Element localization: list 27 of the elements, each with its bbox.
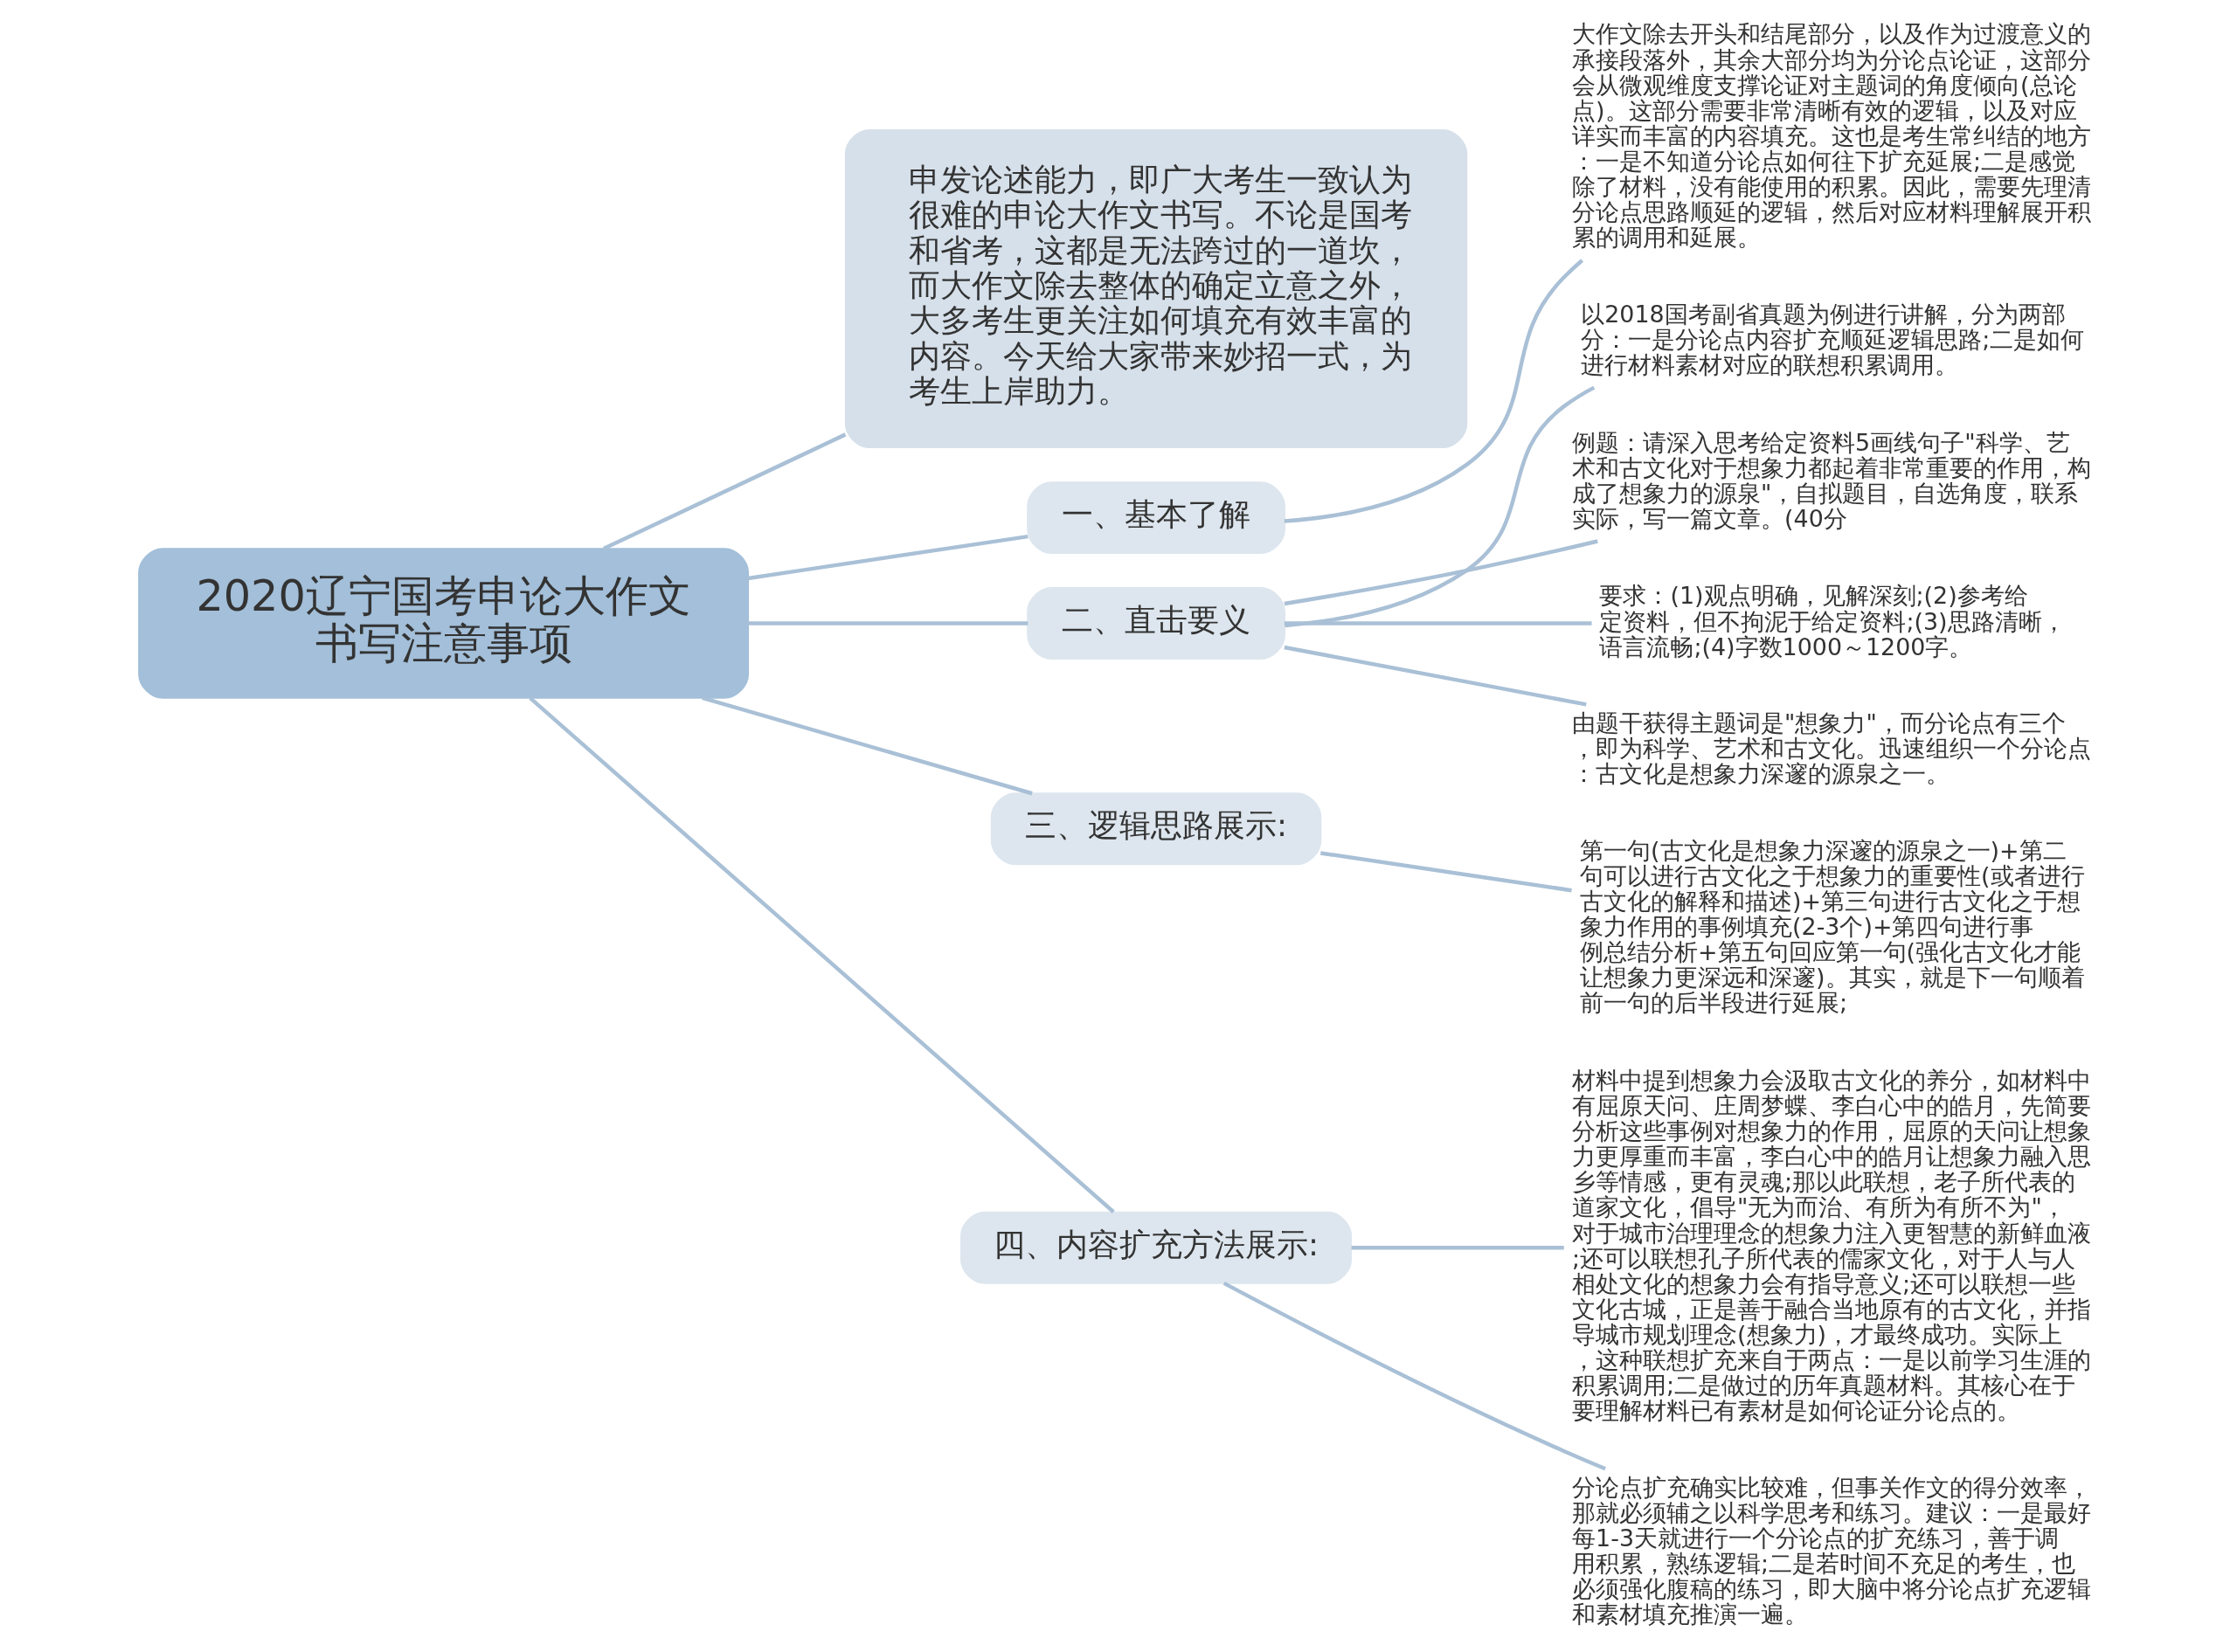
- node-box: 二、直击要义: [1026, 586, 1285, 660]
- connector: [1222, 1281, 1606, 1470]
- node-box: 2020辽宁国考申论大作文书写注意事项: [137, 547, 749, 699]
- connector: [747, 534, 1028, 580]
- connector: [1284, 258, 1583, 523]
- connector: [1284, 538, 1598, 605]
- connector: [701, 695, 1033, 795]
- node-text: 要求：(1)观点明确，见解深刻;(2)参考给定资料，但不拘泥于给定资料;(3)思路清晰，语言流畅;(4)字数1000～1200字。: [1598, 581, 2066, 660]
- connector: [528, 695, 1115, 1213]
- node-text: 分论点扩充确实比较难，但事关作文的得分效率，那就必须辅之以科学思考和练习。建议：一是最好每1-3天就进行一个分论点的扩充练习，善于调用积累，熟练逻辑;二是若时间不充足的考生，也必须强化腹稿的练习，即大脑中将分论点扩充逻辑和素材填充推演一遍。: [1571, 1473, 2091, 1628]
- connector: [1283, 645, 1587, 707]
- node-text: 例题：请深入思考给定资料5画线句子"科学、艺术和古文化对于想象力都起着非常重要的作用，构成了想象力的源泉"，自拟题目，自选角度，联系实际，写一篇文章。(40分: [1571, 428, 2091, 532]
- connector: [747, 620, 1028, 626]
- connector: [602, 432, 846, 550]
- node-text: 材料中提到想象力会汲取古文化的养分，如材料中有屈原天问、庄周梦蝶、李白心中的皓月，先简要分析这些事例对想象力的作用，屈原的天问让想象力更厚重而丰富，李白心中的皓月让想象力融入思乡等情感，更有灵魂;那以此联想，老子所代表的道家文化，倡导"无为而治、有所为有所不为"，对于城市治理理念的想象力注入更智慧的新鲜血液;还可以联想孔子所代表的儒家文化，对于人与人相处文化的想象力会有指导意义;还可以联想一些文化古城，正是善于融合当地原有的古文化，并指导城市规划理念(想象力)，才最终成功。实际上，这种联想扩充来自于两点：一是以前学习生涯的积累调用;二是做过的历年真题材料。其核心在于要理解材料已有素材是如何论证分论点的。: [1571, 1066, 2091, 1424]
- connector: [1284, 620, 1592, 626]
- connector: [1319, 850, 1572, 892]
- node-text: 第一句(古文化是想象力深邃的源泉之一)+第二句可以进行古文化之于想象力的重要性(或者进行古文化的解释和描述)+第三句进行古文化之于想象力作用的事例填充(2-3个)+第四句进行事例总结分析+第五句回应第一句(强化古文化才能让想象力更深远和深邃)。其实，就是下一句顺着前一句的后半段进行延展;: [1579, 836, 2085, 1016]
- node-box: 三、逻辑思路展示:: [990, 791, 1321, 865]
- connector: [1284, 385, 1595, 627]
- node-text: 以2018国考副省真题为例进行讲解，分为两部分：一是分论点内容扩充顺延逻辑思路;二是如何进行材料素材对应的联想积累调用。: [1580, 300, 2084, 378]
- node-text: 由题干获得主题词是"想象力"，而分论点有三个，即为科学、艺术和古文化。迅速组织一个分论点：古文化是想象力深邃的源泉之一。: [1571, 708, 2091, 787]
- connector: [1351, 1245, 1564, 1249]
- node-box: 四、内容扩充方法展示:: [959, 1211, 1352, 1284]
- node-text: 大作文除去开头和结尾部分，以及作为过渡意义的承接段落外，其余大部分均为分论点论证，这部分会从微观维度支撑论证对主题词的角度倾向(总论点)。这部分需要非常清晰有效的逻辑，以及对应详实而丰富的内容填充。这也是考生常纠结的地方：一是不知道分论点如何往下扩充延展;二是感觉除了材料，没有能使用的积累。因此，需要先理清分论点思路顺延的逻辑，然后对应材料理解展开积累的调用和延展。: [1571, 19, 2091, 251]
- node-box: 一、基本了解: [1026, 480, 1285, 554]
- node-box: 申发论述能力，即广大考生一致认为很难的申论大作文书写。不论是国考和省考，这都是无法跨过的一道坎，而大作文除去整体的确定立意之外，大多考生更关注如何填充有效丰富的内容。今天给大家带来妙招一式，为考生上岸助力。: [844, 128, 1467, 448]
